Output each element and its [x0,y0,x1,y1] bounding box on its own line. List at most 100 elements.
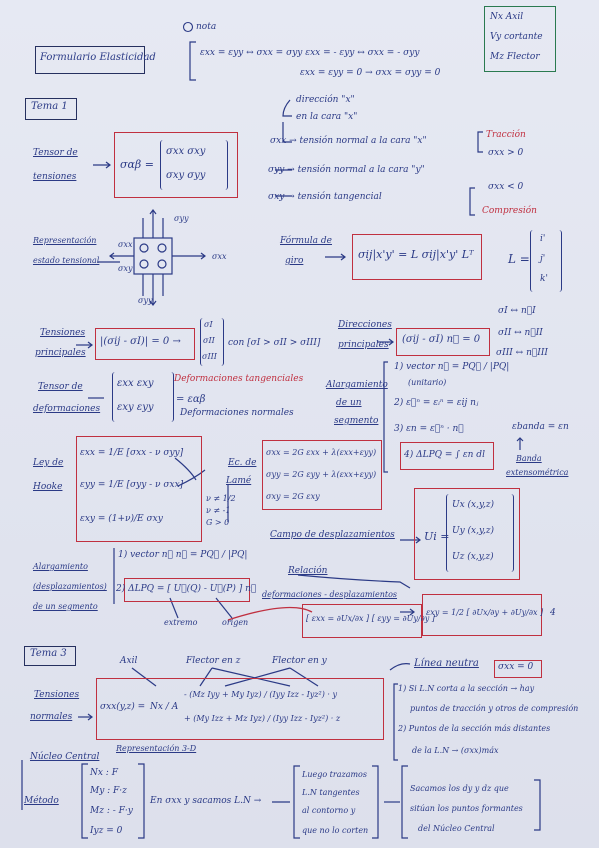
nota-line-1: εxx = εyy ↔ σxx = σyy εxx = - εyy ↔ σxx … [200,48,420,58]
principales-box [95,328,195,360]
giro-box [352,234,482,280]
normales-label-2: normales [30,712,73,722]
deform-tangenciales: Deformaciones tangenciales [174,374,304,384]
navier-lhs: σxx(y,z) = [100,702,146,712]
banda-label-2: extensométrica [506,468,569,477]
campo-label: Campo de desplazamientos [270,530,395,540]
metodo-step-3: al contorno y [302,806,356,815]
principal-1: σI [204,320,213,329]
metodo-step-4: que no lo corten [302,826,369,835]
elem-sxx-right: σxx [212,252,227,261]
deform-eq: = εαβ [176,394,206,405]
poisson-3: G > 0 [206,518,230,527]
metodo-val-1: Nx : F [90,768,118,778]
neutra-cond: σxx = 0 [498,662,534,672]
tema3-box [24,646,76,666]
principal-3: σIII [202,352,217,361]
lame-eq-1: σxx = 2G εxx + λ(εxx+εyy) [266,448,377,457]
note-normal-y: σyy → tensión normal a la cara "y" [268,165,425,175]
exy-eq: εxy = 1/2 [ ∂Ux/∂y + ∂Uy/∂x ] [426,608,544,617]
hooke-label-1: Ley de [33,458,64,468]
alarg2-label-1: Alargamiento [33,562,88,571]
giro-label-2: giro [285,256,304,266]
neutra-note-4: de la L.N → (σxx)máx [412,746,499,755]
alarg2-step-1: 1) vector n⃗ n⃗ = PQ⃗ / |PQ| [118,550,248,560]
L-row-j: j' [540,254,546,264]
final-step-1: Sacamos los dy y dz que [410,784,509,793]
nota-label: nota [196,22,217,32]
U-box [414,488,520,580]
deform-label-1: Tensor de [38,382,83,392]
alarg-step-1: 1) vector n⃗ = PQ⃗ / |PQ| [394,362,510,372]
hooke-eq-1: εxx = 1/E [σxx - ν σyy] [80,448,184,458]
extremo: extremo [164,618,198,627]
legend-flector: Mz Flector [490,52,540,62]
normales-label-1: Tensiones [34,690,80,700]
navier-term-2: - (Mz Iyy + My Iyz) / (Iyy Izz - Iyz²) ·… [184,690,337,699]
principales-label-1: Tensiones [40,328,86,338]
direcciones-box [396,328,490,356]
principales-matrix [200,318,224,366]
hooke-label-2: Hooke [33,482,63,492]
note-direccion: dirección "x" [296,95,355,105]
representacion-3d: Representación 3-D [116,744,197,753]
neutra-note-1: 1) Si L.N corta a la sección → hay [398,684,535,693]
U-row-1: Ux (x,y,z) [452,500,494,510]
metodo-label: Método [24,796,59,806]
lame-label-1: Ec. de [228,458,257,468]
alarg2-step-2: 2) ΔLPQ = [ U⃗(Q) - U⃗(P) ] n⃗ [116,584,257,594]
legend-axil: Nx Axil [490,12,524,22]
giro-formula: σij|x'y' = L σij|x'y' Lᵀ [358,248,474,261]
direccion-3: σIII ↔ n⃗III [496,348,548,358]
alarg-label-2: de un [336,398,362,408]
final-step-2: sitúan los puntos formantes [410,804,523,813]
title-box [35,46,145,74]
elem-syy-bottom: σyy [138,296,153,305]
legend-cortante: Vy cortante [490,32,543,42]
L-label: L = [508,252,530,266]
traccion-cond: σxx > 0 [488,148,524,158]
giro-label-1: Fórmula de [280,236,332,246]
alarg-step-1b: (unitario) [408,378,447,387]
elem-syy-top: σyy [174,214,189,223]
lame-eq-2: σyy = 2G εyy + λ(εxx+εyy) [266,470,377,479]
note-cara: en la cara "x" [296,112,358,122]
metodo-val-2: My : F·z [90,786,127,796]
banda-label-1: Banda [516,454,542,463]
flector-z-label: Flector en z [186,656,241,666]
U-row-2: Uy (x,y,z) [452,526,494,536]
alarg-step-4-box [400,442,494,470]
direcciones-label-1: Direcciones [338,320,392,330]
poisson-2: ν ≠ -1 [206,506,231,515]
axil-label: Axil [120,656,138,666]
navier-box [96,678,384,740]
navier-term-3: + (My Izz + Mz Iyz) / (Iyy Izz - Iyz²) ·… [184,714,341,723]
alarg-label-1: Alargamiento [326,380,388,390]
note-normal-x: σxx → tensión normal a la cara "x" [270,136,427,146]
principales-formula: |(σij - σI)| = 0 → [100,336,181,347]
neutra-box [494,660,542,678]
traccion: Tracción [486,130,526,140]
alarg-label-3: segmento [334,416,379,426]
relacion-eq: [ εxx = ∂Ux/∂x ] [ εyy = ∂Uy/∂y ] [306,614,435,623]
repr-label-2: estado tensional [33,256,100,265]
tensor-label-1: Tensor de [33,148,78,158]
hooke-eq-3: εxy = (1+ν)/E σxy [80,514,163,524]
L-row-i: i' [540,234,546,244]
alarg-step-2: 2) ε⃗ⁿ = εᵢⁿ = εij nⱼ [394,398,479,408]
tensor-row-1: σxx σxy [166,146,206,157]
tensor-row-2: σxy σyy [166,170,206,181]
relacion-label: Relación [288,566,328,576]
neutra-label: Línea neutra [414,658,479,669]
principales-label-2: principales [35,348,86,358]
deform-matrix [112,372,174,422]
lame-eq-3: σxy = 2G εxy [266,492,320,501]
exy-box [422,594,542,636]
tema1-box [25,98,77,120]
tensor-symbol: σαβ = [120,158,155,171]
U-matrix [446,494,514,572]
tema1-label: Tema 1 [31,101,68,112]
page-title: Formulario Elasticidad [40,52,156,63]
deform-normales: Deformaciones normales [180,408,294,418]
